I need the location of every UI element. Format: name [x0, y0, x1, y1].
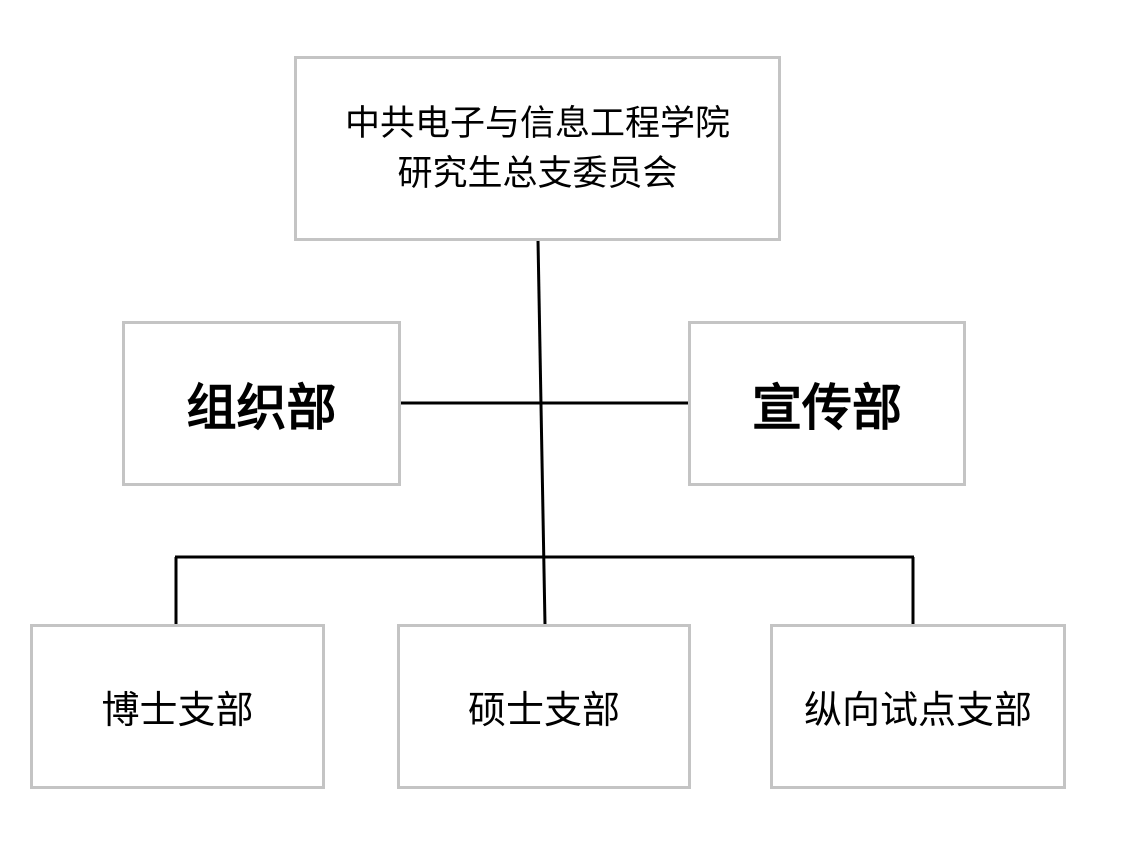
organization-department-label: 组织部: [186, 377, 337, 437]
doctoral-branch-box: 博士支部: [30, 624, 325, 789]
master-branch-box: 硕士支部: [397, 624, 691, 789]
pilot-branch-box: 纵向试点支部: [770, 624, 1066, 789]
root-committee-box: 中共电子与信息工程学院 研究生总支委员会: [294, 56, 781, 241]
root-committee-line-2: 研究生总支委员会: [397, 153, 678, 194]
publicity-department-box: 宣传部: [688, 321, 966, 486]
organization-department-box: 组织部: [122, 321, 401, 486]
trunk-line: [536, 239, 547, 626]
doctoral-branch-label: 博士支部: [101, 688, 254, 732]
root-committee-line-1: 中共电子与信息工程学院: [344, 103, 730, 144]
pilot-branch-label: 纵向试点支部: [803, 688, 1032, 732]
master-branch-label: 硕士支部: [467, 688, 620, 732]
publicity-department-label: 宣传部: [752, 377, 902, 437]
